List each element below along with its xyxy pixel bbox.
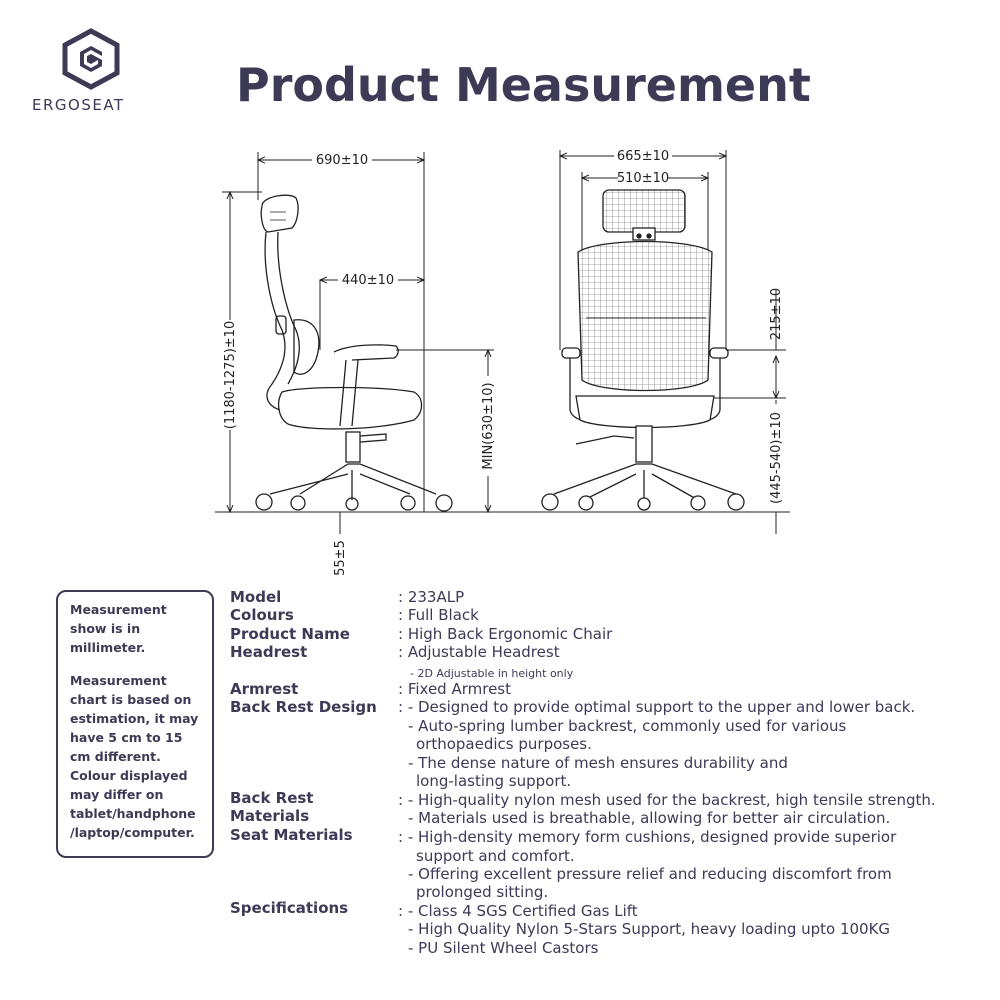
page-title: Product Measurement	[236, 58, 811, 112]
spec-backrest-design-line: : - Designed to provide optimal support …	[398, 698, 916, 716]
note-estimation: Measurement chart is based on estimation…	[70, 673, 199, 840]
spec-value-model: : 233ALP	[398, 588, 465, 606]
dim-side-seat-depth: 440±10	[342, 273, 394, 288]
spec-seat-materials-line: support and comfort.	[416, 847, 575, 865]
spec-label-headrest: Headrest	[230, 643, 308, 661]
dim-side-ground: 55±5	[333, 540, 348, 576]
spec-label-backrest-design: Back Rest Design	[230, 698, 377, 716]
dim-front-seat-height: (445-540)±10	[769, 412, 784, 504]
spec-headrest-sub: - 2D Adjustable in height only	[410, 667, 574, 680]
spec-label-colours: Colours	[230, 606, 294, 624]
spec-label-specifications: Specifications	[230, 899, 349, 917]
spec-label-product-name: Product Name	[230, 625, 350, 643]
spec-value-product-name: : High Back Ergonomic Chair	[398, 625, 613, 643]
spec-seat-materials-line: : - High-density memory form cushions, d…	[398, 828, 897, 846]
spec-specifications-line: - High Quality Nylon 5-Stars Support, he…	[408, 920, 891, 938]
note-unit: Measurement show is in millimeter.	[70, 602, 167, 655]
spec-specifications-line: - PU Silent Wheel Castors	[408, 939, 599, 957]
spec-backrest-design-line: orthopaedics purposes.	[416, 735, 592, 753]
spec-seat-materials-line: prolonged sitting.	[416, 883, 549, 901]
measurement-note-box: Measurement show is in millimeter. Measu…	[56, 590, 214, 858]
spec-label-armrest: Armrest	[230, 680, 299, 698]
spec-backrest-design-line: - The dense nature of mesh ensures durab…	[408, 754, 788, 772]
side-view-chair	[255, 194, 453, 512]
spec-backrest-design-line: - Auto-spring lumber backrest, commonly …	[408, 717, 847, 735]
spec-label-seat-materials: Seat Materials	[230, 826, 353, 844]
spec-seat-materials-line: - Offering excellent pressure relief and…	[408, 865, 892, 883]
ergoseat-logo-icon	[62, 28, 120, 90]
spec-label-model: Model	[230, 588, 282, 606]
spec-backrest-design-line: long-lasting support.	[416, 772, 572, 790]
dim-side-width: 690±10	[316, 153, 368, 168]
front-view-chair	[541, 189, 745, 511]
spec-backrest-materials-line: - Materials used is breathable, allowing…	[408, 809, 891, 827]
dim-side-seat-height: MIN(630±10)	[481, 382, 496, 469]
dim-front-arm-height: 215±10	[769, 288, 784, 340]
dim-side-total-height: (1180-1275)±10	[223, 321, 238, 429]
brand-logo: ERGOSEAT	[32, 28, 162, 114]
spec-value-colours: : Full Black	[398, 606, 479, 624]
chair-dimension-drawing: 690±10 440±10 (1180-1275)±10 MIN(630±10)…	[215, 149, 790, 576]
spec-specifications-line: : - Class 4 SGS Certified Gas Lift	[398, 902, 638, 920]
dim-front-width: 665±10	[617, 149, 669, 164]
spec-label-backrest-materials: Back Rest	[230, 789, 314, 807]
spec-value-armrest: : Fixed Armrest	[398, 680, 511, 698]
spec-label-backrest-materials-2: Materials	[230, 807, 310, 825]
dim-front-seat-width: 510±10	[617, 171, 669, 186]
spec-backrest-materials-line: : - High-quality nylon mesh used for the…	[398, 791, 936, 809]
brand-name: ERGOSEAT	[32, 96, 125, 114]
spec-value-headrest: : Adjustable Headrest	[398, 643, 560, 661]
